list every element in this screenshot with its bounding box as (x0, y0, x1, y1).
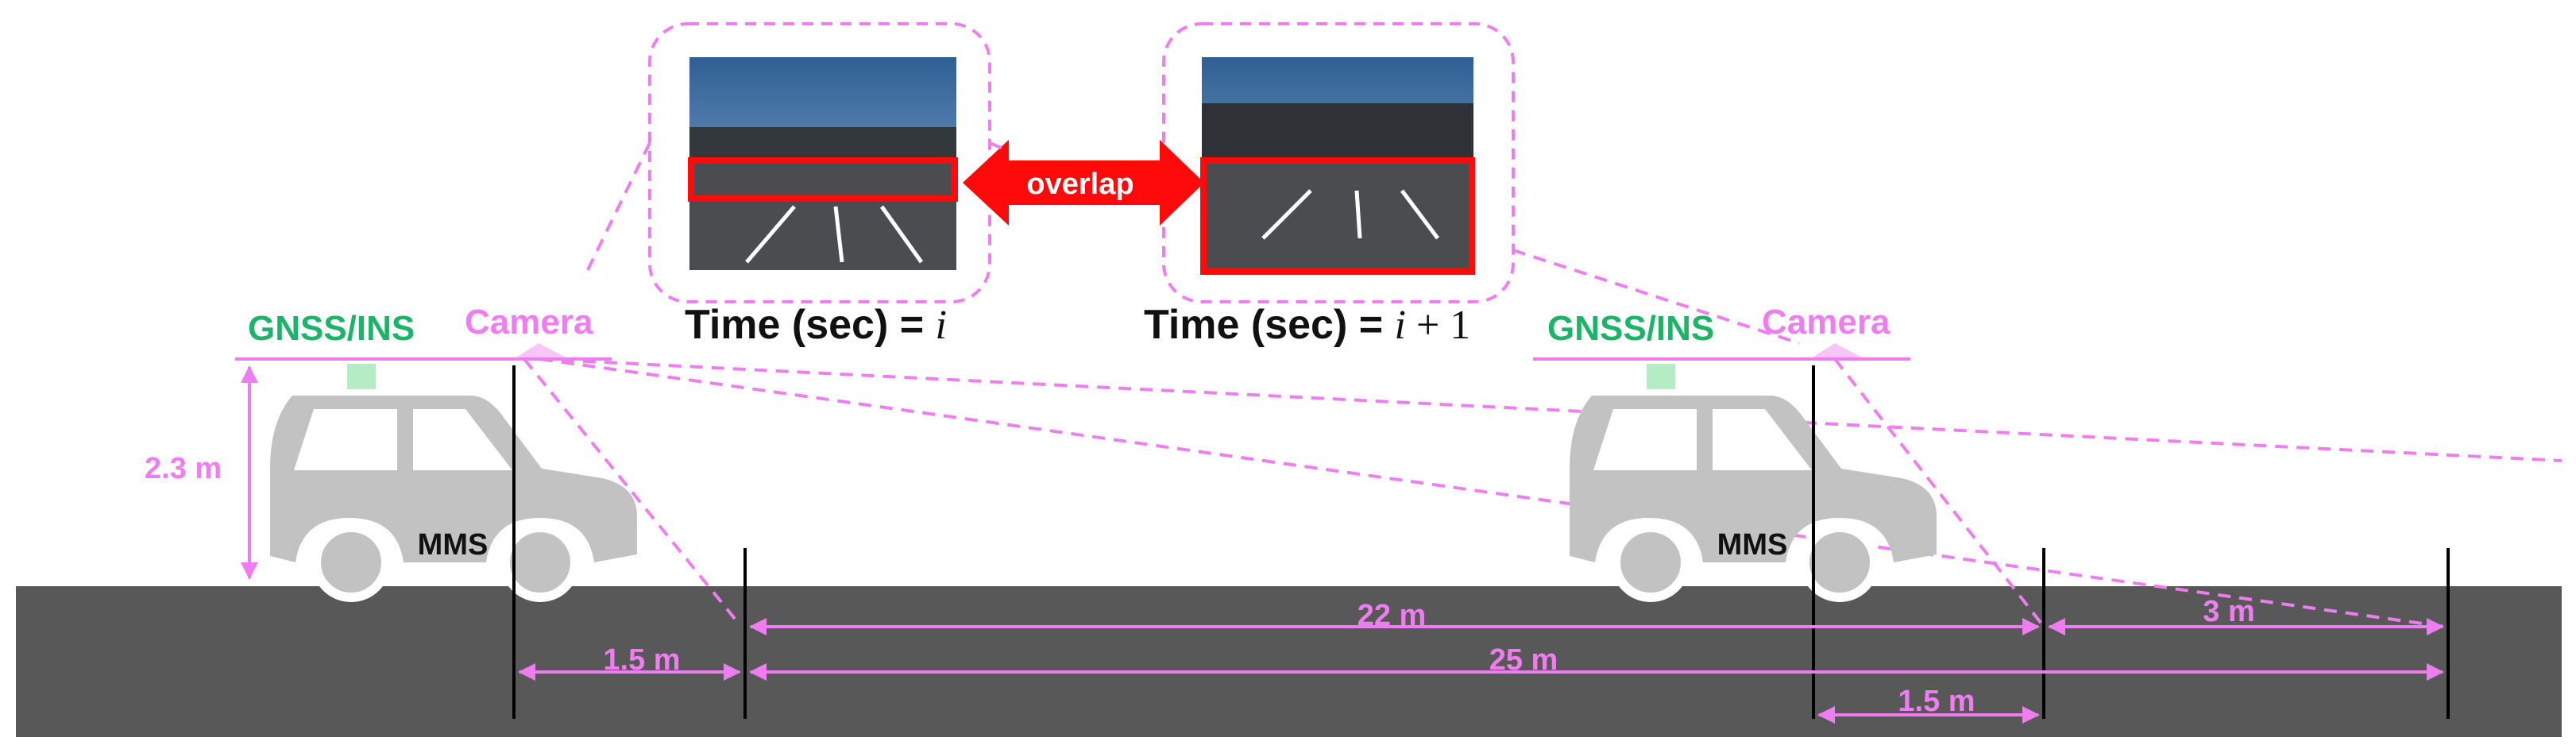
mms-label-right: MMS (1717, 528, 1788, 562)
vehicle-left: MMS (270, 364, 637, 602)
camera-marker-right (1813, 343, 1862, 357)
overlap-region-left (688, 157, 958, 202)
overlap-label: overlap (1026, 168, 1134, 201)
overlap-region-right (1200, 157, 1475, 275)
reference-lines (512, 365, 2450, 719)
time-label-right: Time (sec) = i + 1 (1144, 302, 1470, 348)
camera-marker-left (516, 343, 566, 357)
dimension-arrows (518, 618, 2444, 724)
camera-label-left: Camera (465, 303, 593, 342)
vehicle-right: MMS (1570, 364, 1937, 602)
gnss-label-right: GNSS/INS (1547, 309, 1714, 348)
label-3m: 3 m (2203, 595, 2254, 628)
mms-label-left: MMS (418, 528, 489, 562)
label-1-5m-left: 1.5 m (603, 643, 680, 677)
camera-image-right (1202, 57, 1473, 272)
height-label: 2.3 m (145, 452, 222, 485)
image-frame-left (648, 22, 991, 303)
image-frame-right (1162, 22, 1515, 303)
gnss-antenna-left (347, 364, 376, 389)
road (16, 586, 2562, 737)
overlap-arrow: overlap (963, 140, 1204, 226)
camera-label-right: Camera (1762, 303, 1890, 342)
label-1-5m-right: 1.5 m (1898, 685, 1975, 718)
label-25m: 25 m (1489, 643, 1558, 677)
label-22m: 22 m (1358, 599, 1427, 632)
gnss-label-left: GNSS/INS (248, 309, 415, 348)
projection-lines (523, 141, 2562, 629)
gnss-antenna-right (1647, 364, 1675, 389)
time-label-left: Time (sec) = i (685, 302, 947, 348)
